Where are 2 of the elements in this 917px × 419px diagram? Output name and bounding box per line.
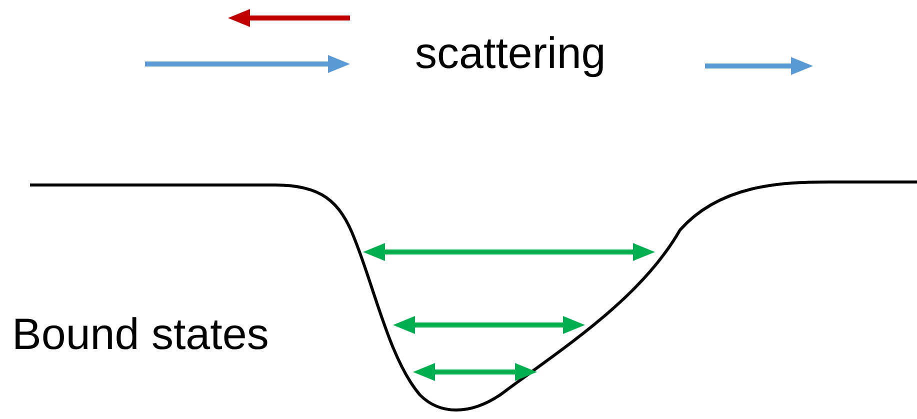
- bound-states-label: Bound states: [12, 313, 269, 357]
- scattering-label: scattering: [415, 32, 606, 76]
